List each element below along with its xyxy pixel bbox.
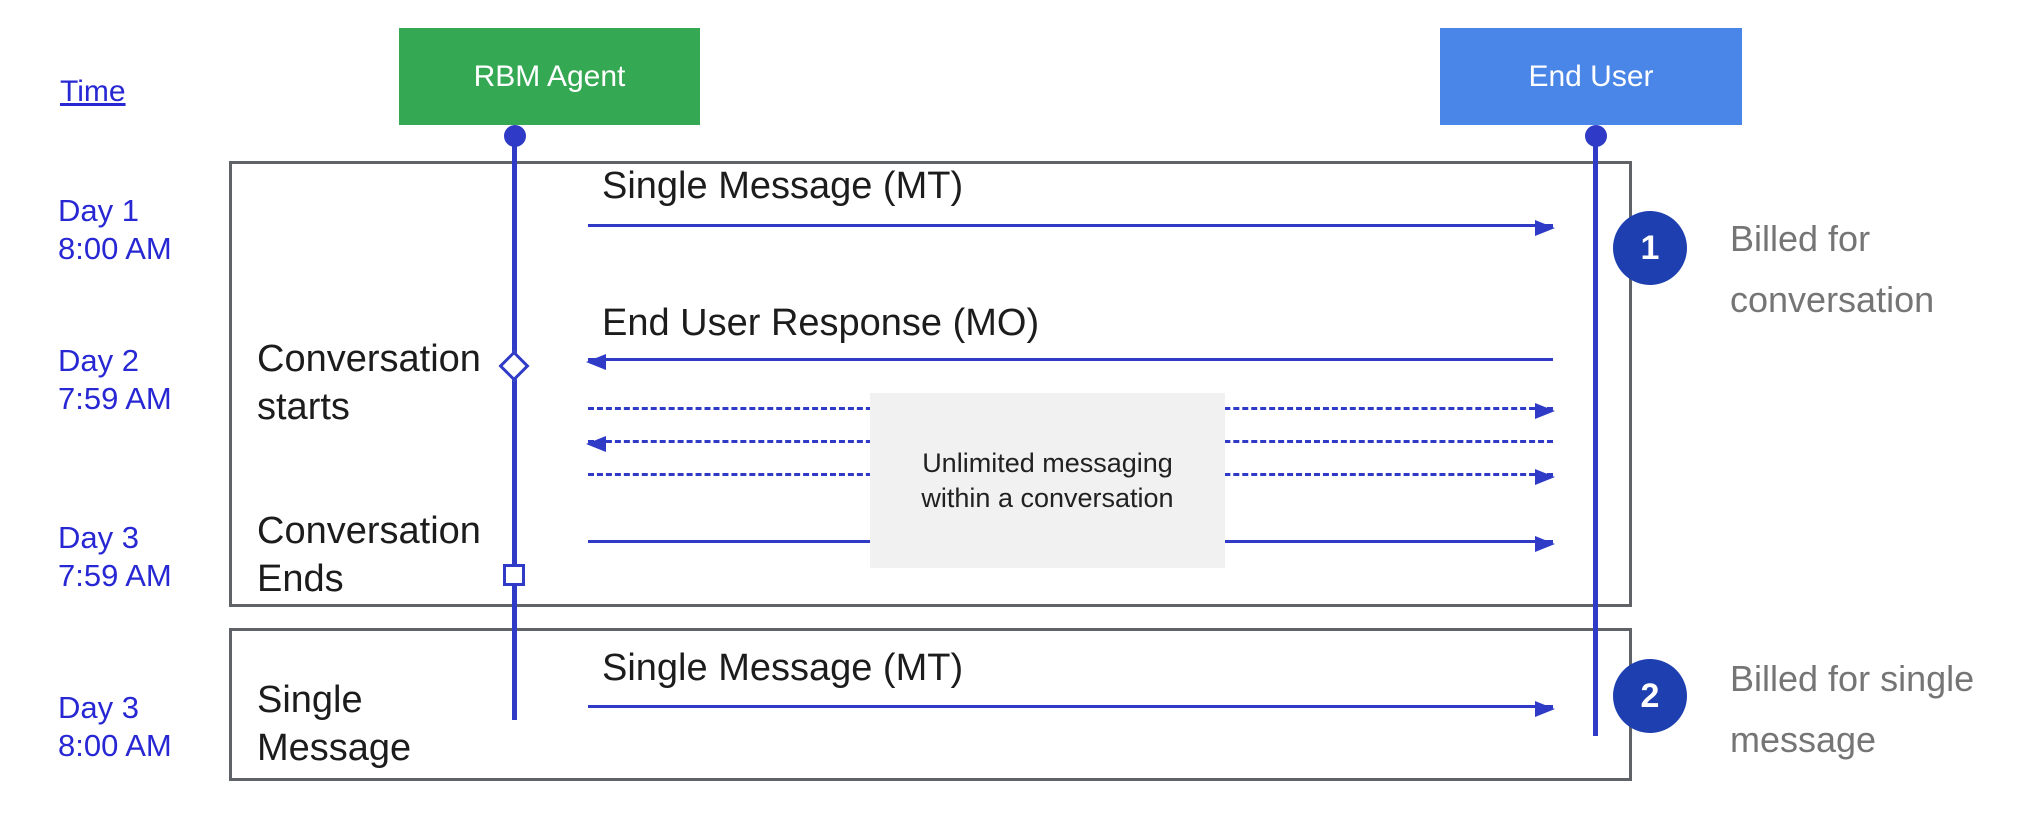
- timeline-time: 7:59 AM: [58, 558, 172, 593]
- rbm-agent-lifeline: [512, 126, 517, 720]
- arrowhead-right-icon: [1535, 536, 1555, 552]
- timeline-day: Day 3: [58, 690, 139, 725]
- arrowhead-right-icon: [1535, 220, 1555, 236]
- arrowhead-right-icon: [1535, 701, 1555, 717]
- conversation-starts-label: Conversation starts: [257, 335, 517, 431]
- billed-for-conversation-label: Billed for conversation: [1730, 208, 2020, 330]
- billing-badge-1: 1: [1613, 211, 1687, 285]
- end-user-lifeline-dot-icon: [1585, 125, 1607, 147]
- actor-rbm-agent: RBM Agent: [399, 28, 700, 125]
- timeline-entry-day3: Day 3 7:59 AM: [58, 519, 238, 595]
- single-message-row-line1: Single: [257, 679, 363, 721]
- arrowhead-right-icon: [1535, 403, 1555, 419]
- mt-message-2-arrow: [588, 701, 1555, 717]
- timeline-entry-day2: Day 2 7:59 AM: [58, 342, 238, 418]
- note-line-2: within a conversation: [921, 482, 1174, 513]
- timeline-time: 8:00 AM: [58, 231, 172, 266]
- rbm-lifeline-dot-icon: [504, 125, 526, 147]
- time-axis-label: Time: [60, 75, 126, 108]
- conversation-starts-line1: Conversation: [257, 338, 481, 380]
- mo-message-arrow: [586, 354, 1553, 370]
- billed-for-single-message-label: Billed for single message: [1730, 648, 2020, 770]
- arrowhead-left-icon: [586, 436, 606, 452]
- single-message-row-label: Single Message: [257, 676, 517, 772]
- mt-message-2-label: Single Message (MT): [602, 647, 964, 689]
- timeline-day: Day 2: [58, 343, 139, 378]
- timeline-entry-day1: Day 1 8:00 AM: [58, 192, 238, 268]
- billed-2-line1: Billed for single: [1730, 658, 1975, 699]
- billed-2-line2: message: [1730, 719, 1877, 760]
- end-user-lifeline: [1593, 126, 1598, 736]
- mo-message-label: End User Response (MO): [602, 302, 1040, 344]
- timeline-day: Day 1: [58, 193, 139, 228]
- mt-message-label: Single Message (MT): [602, 165, 964, 207]
- billed-1-line1: Billed for: [1730, 218, 1871, 259]
- arrowhead-left-icon: [586, 354, 606, 370]
- mt-message-arrow: [588, 220, 1555, 236]
- conversation-ends-line1: Conversation: [257, 510, 481, 552]
- unlimited-messaging-note: Unlimited messaging within a conversatio…: [870, 393, 1225, 568]
- single-message-row-line2: Message: [257, 727, 412, 769]
- timeline-time: 7:59 AM: [58, 381, 172, 416]
- billing-badge-1-number: 1: [1640, 228, 1660, 267]
- billing-badge-2: 2: [1613, 659, 1687, 733]
- timeline-entry-day3b: Day 3 8:00 AM: [58, 689, 238, 765]
- actor-end-user-label: End User: [1528, 59, 1654, 93]
- conversation-billing-section-frame: [229, 161, 1632, 607]
- arrowhead-right-icon: [1535, 469, 1555, 485]
- conversation-ends-line2: Ends: [257, 558, 344, 600]
- conversation-ends-label: Conversation Ends: [257, 507, 517, 603]
- actor-rbm-agent-label: RBM Agent: [473, 59, 626, 93]
- note-line-1: Unlimited messaging: [922, 447, 1173, 478]
- timeline-day: Day 3: [58, 520, 139, 555]
- conversation-starts-line2: starts: [257, 386, 350, 428]
- actor-end-user: End User: [1440, 28, 1742, 125]
- conversation-end-square-icon: [503, 564, 525, 586]
- billed-1-line2: conversation: [1730, 279, 1935, 320]
- billing-badge-2-number: 2: [1640, 676, 1660, 715]
- timeline-time: 8:00 AM: [58, 728, 172, 763]
